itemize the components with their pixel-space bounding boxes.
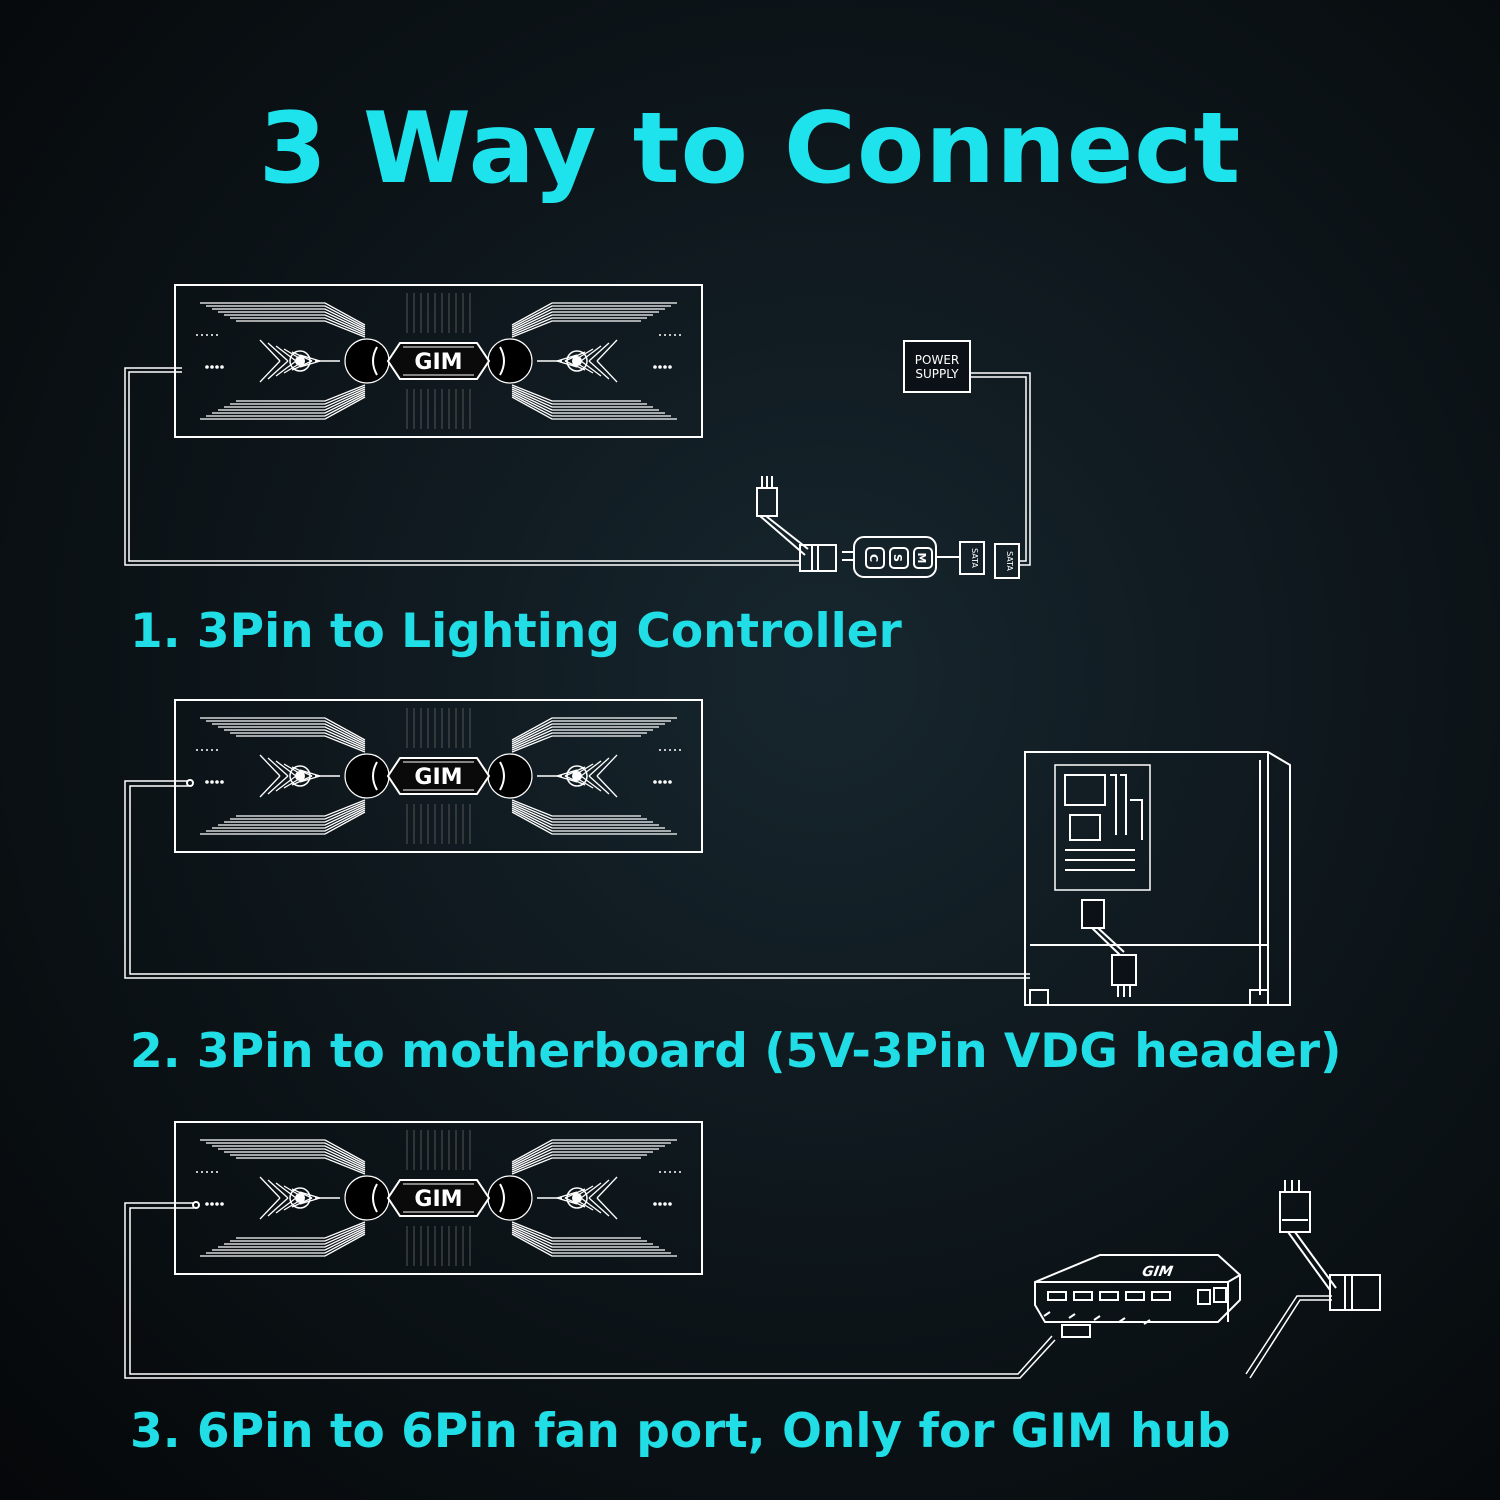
- gim-hub: GIM: [1034, 1254, 1241, 1325]
- svg-text:SATA: SATA: [1005, 551, 1014, 571]
- method-2-wiring: [124, 751, 1291, 1006]
- method-3-caption: 3. 6Pin to 6Pin fan port, Only for GIM h…: [130, 1404, 1231, 1459]
- controller-button-s: S: [891, 554, 904, 562]
- controller-button-m: M: [915, 553, 928, 564]
- sata-connector-female: SATA: [959, 541, 985, 575]
- 3pin-connector: [799, 544, 837, 572]
- gim-logo: GIM: [414, 1187, 462, 1212]
- power-supply-box: POWER SUPPLY: [903, 340, 971, 393]
- gpu-bracket-panel-1: GIM: [174, 284, 703, 438]
- method-1-wiring: C S M SATA SATA POWER SUPPLY: [124, 340, 1031, 579]
- argb-3pin-plug: [1279, 1180, 1337, 1291]
- svg-text:GIM: GIM: [1139, 1264, 1175, 1279]
- svg-text:SATA: SATA: [970, 548, 979, 568]
- motherboard: [1054, 764, 1151, 891]
- gpu-bracket-panel-3: GIM: [174, 1121, 703, 1275]
- 3pin-connector: [1329, 1274, 1381, 1311]
- argb-3pin-plug: [1111, 954, 1137, 997]
- gim-logo: GIM: [414, 350, 462, 375]
- lighting-controller: C S M: [842, 536, 960, 578]
- svg-text:POWER: POWER: [915, 353, 959, 367]
- 6pin-connector: [1061, 1324, 1091, 1338]
- method-2-caption: 2. 3Pin to motherboard (5V-3Pin VDG head…: [130, 1024, 1342, 1079]
- gim-logo: GIM: [414, 765, 462, 790]
- controller-button-c: C: [867, 554, 880, 562]
- svg-text:SUPPLY: SUPPLY: [915, 367, 959, 381]
- method-1-caption: 1. 3Pin to Lighting Controller: [130, 604, 902, 659]
- page-title: 3 Way to Connect: [258, 92, 1242, 206]
- pc-case: [1024, 751, 1291, 1006]
- sata-connector-male: SATA: [994, 543, 1020, 579]
- argb-3pin-plug: [756, 476, 809, 556]
- method-3-wiring: GIM: [124, 1180, 1381, 1379]
- 3pin-connector: [1081, 899, 1105, 929]
- gpu-bracket-panel-2: GIM: [174, 699, 703, 853]
